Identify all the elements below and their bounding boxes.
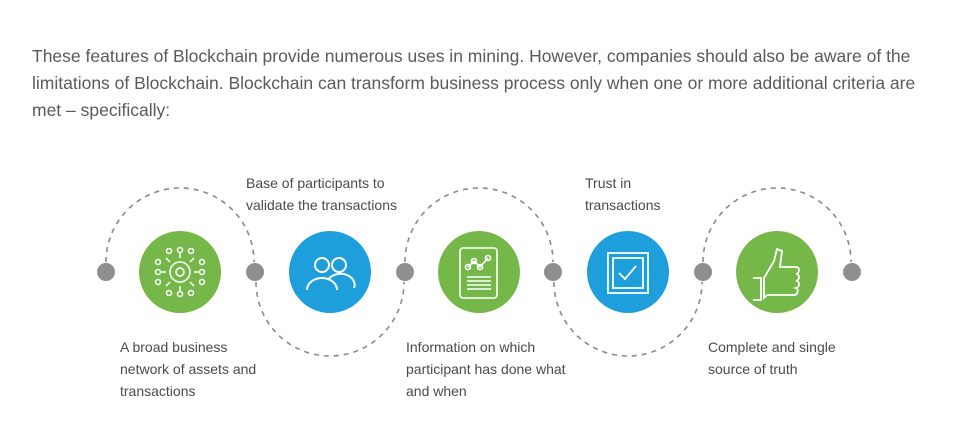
dashed-arc [105,187,255,263]
checkbox-icon [607,252,649,294]
thumbs-up-icon [753,247,800,301]
connector-dot [843,263,861,281]
step-label-3: Information on which participant has don… [406,339,566,399]
dashed-arc [553,281,703,357]
dashed-arc [404,187,554,263]
connector-dot [246,263,264,281]
dashed-arc [702,187,852,263]
step-circle-5 [736,231,818,313]
document-chart-icon [459,247,498,299]
users-icon [306,257,356,291]
gear-network-icon [154,246,206,298]
dashed-arc [255,281,405,357]
step-label-4: Trust in transactions [585,175,661,213]
connector-dot [97,263,115,281]
step-circle-3 [438,231,520,313]
connector-dot [396,263,414,281]
connector-dot [694,263,712,281]
step-label-2: Base of participants to validate the tra… [246,175,397,213]
step-circle-4 [587,231,669,313]
intro-paragraph: These features of Blockchain provide num… [32,46,916,120]
connector-dot [544,263,562,281]
step-circle-2 [289,231,371,313]
step-label-1: A broad business network of assets and t… [120,339,257,399]
step-label-5: Complete and single source of truth [708,339,836,377]
step-circle-1 [139,231,221,313]
